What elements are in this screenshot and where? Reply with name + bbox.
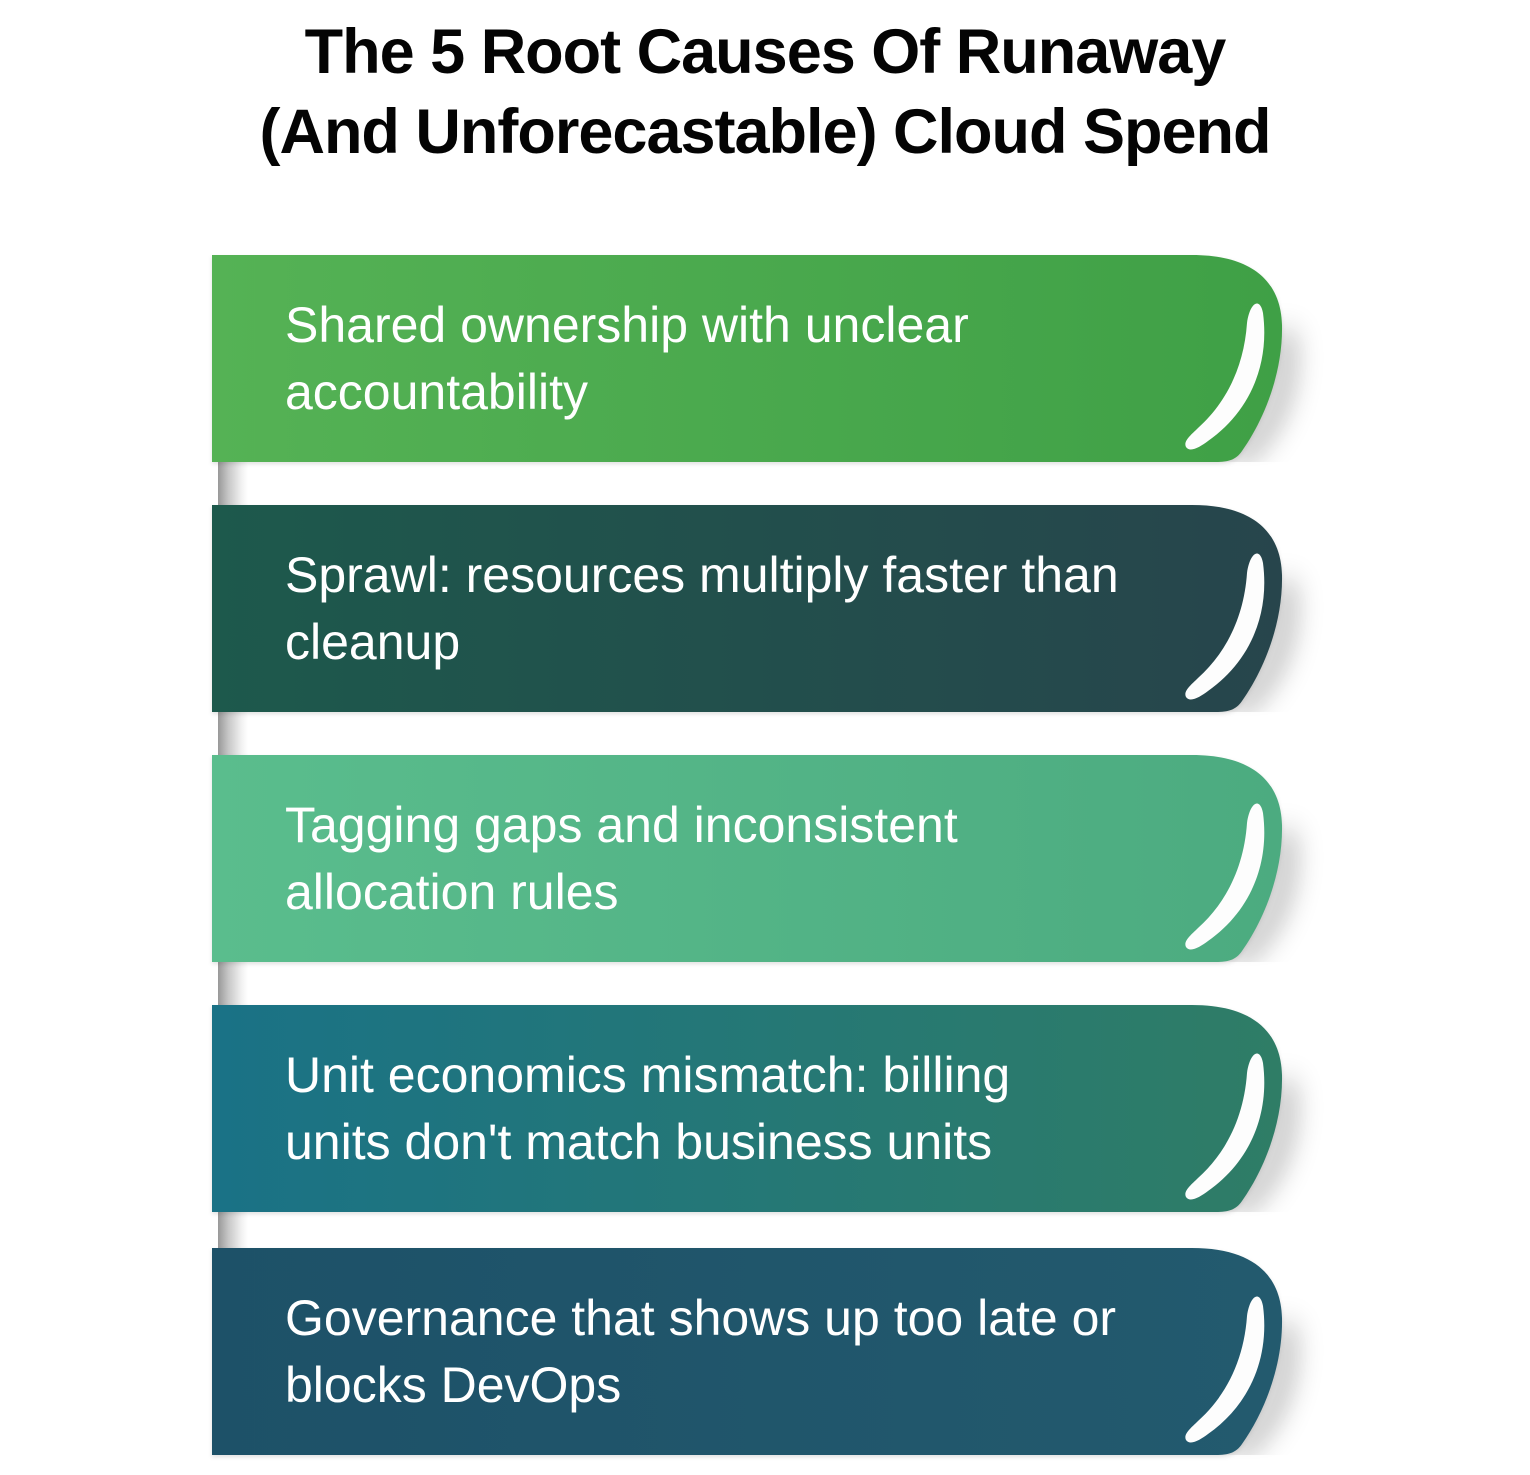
ribbon-banner	[212, 1005, 1296, 1212]
ribbon-label: Governance that shows up too late or blo…	[285, 1285, 1116, 1419]
list-item: Governance that shows up too late or blo…	[212, 1248, 1392, 1455]
ribbon-label-line-2: accountability	[285, 363, 588, 420]
ribbon-label: Tagging gaps and inconsistent allocation…	[285, 792, 958, 926]
ribbon-label-line-1: Tagging gaps and inconsistent	[285, 796, 958, 853]
page-title-line-2: (And Unforecastable) Cloud Spend	[259, 97, 1271, 167]
ribbon-banner	[212, 505, 1296, 712]
ribbon-label: Shared ownership with unclear accountabi…	[285, 292, 969, 426]
ribbon-label-line-1: Sprawl: resources multiply faster than	[285, 546, 1119, 603]
ribbon-shape	[212, 1005, 1283, 1212]
ribbon-banner	[212, 1248, 1296, 1455]
ribbon-label-line-1: Unit economics mismatch: billing	[285, 1046, 1011, 1103]
ribbon-shape	[212, 1248, 1283, 1455]
ribbon-label-line-1: Governance that shows up too late or	[285, 1289, 1117, 1346]
list-item: Shared ownership with unclear accountabi…	[212, 255, 1392, 462]
list-item: Unit economics mismatch: billing units d…	[212, 1005, 1392, 1212]
ribbon-label-line-1: Shared ownership with unclear	[285, 296, 969, 353]
ribbon-shape	[212, 255, 1283, 462]
ribbon-label-line-2: allocation rules	[285, 863, 619, 920]
page-curl-icon	[1185, 303, 1265, 450]
ribbon-label-line-2: units don't match business units	[285, 1113, 993, 1170]
page-curl-icon	[1185, 553, 1265, 700]
ribbon-banner	[212, 755, 1296, 962]
ribbon-list: Shared ownership with unclear accountabi…	[212, 255, 1392, 1455]
page-curl-icon	[1185, 803, 1265, 950]
page-title: The 5 Root Causes Of Runaway (And Unfore…	[0, 12, 1530, 172]
ribbon-label-line-2: cleanup	[285, 613, 461, 670]
ribbon-label: Sprawl: resources multiply faster than c…	[285, 542, 1119, 676]
ribbon-shape	[212, 505, 1283, 712]
ribbon-label: Unit economics mismatch: billing units d…	[285, 1042, 1010, 1176]
page-curl-icon	[1185, 1053, 1265, 1200]
page-title-line-1: The 5 Root Causes Of Runaway	[304, 17, 1227, 87]
list-item: Tagging gaps and inconsistent allocation…	[212, 755, 1392, 962]
ribbon-banner	[212, 255, 1296, 462]
ribbon-shape	[212, 755, 1283, 962]
list-item: Sprawl: resources multiply faster than c…	[212, 505, 1392, 712]
ribbon-label-line-2: blocks DevOps	[285, 1356, 622, 1413]
page-curl-icon	[1185, 1296, 1265, 1443]
